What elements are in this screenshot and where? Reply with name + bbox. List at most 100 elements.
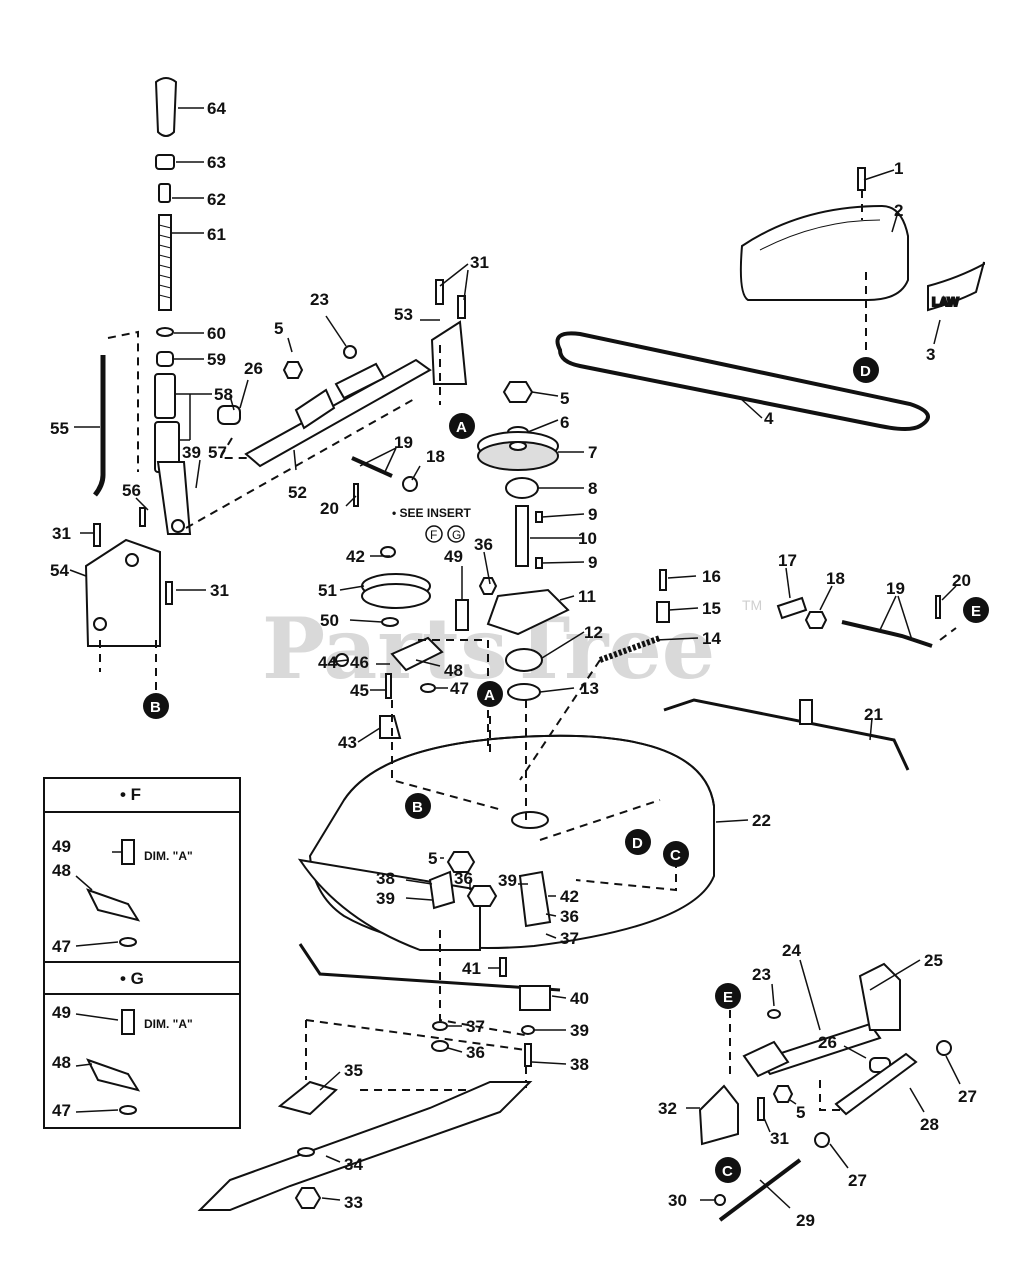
shaft-arm-left — [742, 1040, 790, 1078]
label-24: 24 — [782, 941, 801, 960]
label-56: 56 — [122, 481, 141, 500]
svg-text:C: C — [670, 847, 681, 864]
label-19-left: 19 — [394, 433, 413, 452]
nut-23 — [343, 345, 357, 359]
bolt-38-lower — [524, 1043, 532, 1067]
nut-5-left — [282, 361, 304, 379]
rear-lift-assembly — [698, 962, 952, 1222]
lift-handle-assembly — [84, 77, 468, 647]
deck-nut-36 — [466, 885, 498, 907]
blade-bracket-left — [428, 870, 456, 910]
svg-text:A: A — [484, 687, 495, 704]
label-58: 58 — [214, 385, 233, 404]
insert-bottom-washer — [119, 1105, 137, 1115]
label-42-right: 42 — [560, 887, 579, 906]
label-21: 21 — [864, 705, 883, 724]
insert-top-bolt — [121, 839, 135, 865]
dash-13 — [575, 860, 677, 892]
dash-10 — [418, 639, 489, 750]
spindle-nut — [502, 381, 534, 403]
bearing-12 — [505, 648, 543, 672]
cotter-pin — [353, 483, 359, 507]
deck-nut-5 — [446, 851, 476, 873]
insert-top-dim: DIM. "A" — [144, 849, 193, 863]
nut-42 — [380, 546, 396, 558]
label-6: 6 — [560, 413, 569, 432]
insert-ref-f — [425, 525, 443, 543]
label-5-deck: 5 — [428, 849, 437, 868]
callout-e-lower: E — [715, 983, 741, 1009]
washer-50 — [381, 617, 399, 627]
label-35: 35 — [344, 1061, 363, 1080]
bolt-31-top-b — [457, 295, 466, 319]
callout-d-upper: D — [853, 357, 879, 383]
label-3: 3 — [926, 345, 935, 364]
key-9a — [535, 511, 543, 523]
cover-badge — [927, 261, 985, 312]
insert-bottom-label-49: 49 — [52, 1003, 71, 1022]
dash-19 — [939, 627, 957, 641]
washer-37 — [432, 1021, 448, 1031]
label-13: 13 — [580, 679, 599, 698]
spindle-assembly — [477, 381, 570, 701]
spindle-housing — [486, 588, 570, 636]
blade-adapter — [277, 1080, 338, 1116]
label-27-top: 27 — [958, 1087, 977, 1106]
label-30: 30 — [668, 1191, 687, 1210]
nut-18 — [402, 476, 418, 492]
label-43: 43 — [338, 733, 357, 752]
handle-grip — [154, 77, 178, 137]
nut-5-right — [772, 1085, 794, 1103]
bolt-31-top-a — [435, 279, 444, 305]
tube-upper — [154, 373, 176, 419]
svg-text:D: D — [860, 363, 871, 380]
plate-hole — [93, 617, 107, 631]
bracket-32 — [698, 1084, 739, 1146]
label-51: 51 — [318, 581, 337, 600]
right-link-parts — [656, 569, 941, 771]
label-38-lower: 38 — [570, 1055, 589, 1074]
mower-blade — [197, 1081, 533, 1211]
label-57: 57 — [208, 443, 227, 462]
callout-a-upper: A — [449, 413, 475, 439]
label-27-bottom: 27 — [848, 1171, 867, 1190]
dash-21 — [819, 1080, 840, 1111]
label-41: 41 — [462, 959, 481, 978]
see-insert-note: • SEE INSERT — [392, 506, 472, 520]
label-1: 1 — [894, 159, 903, 178]
label-39: 39 — [182, 443, 201, 462]
label-18-right: 18 — [826, 569, 845, 588]
label-14: 14 — [702, 629, 721, 648]
plate-hole-top — [125, 553, 139, 567]
nut-36-lower — [431, 1040, 449, 1052]
lift-rod — [93, 355, 106, 497]
nut-18-right — [804, 611, 828, 629]
label-39-right: 39 — [498, 871, 517, 890]
label-46: 46 — [350, 653, 369, 672]
svg-text:B: B — [412, 799, 423, 816]
deck-rod — [298, 943, 561, 992]
label-26: 26 — [244, 359, 263, 378]
shoulder-bolt — [455, 599, 469, 631]
nut-27-top — [936, 1040, 952, 1056]
label-31-top: 31 — [470, 253, 489, 272]
idler-assembly — [335, 546, 662, 739]
label-31-plate: 31 — [210, 581, 229, 600]
callout-b-lower: B — [405, 793, 431, 819]
label-20-left: 20 — [320, 499, 339, 518]
svg-text:E: E — [971, 603, 981, 620]
nut-36-upper — [478, 577, 498, 595]
label-39-left: 39 — [376, 889, 395, 908]
idler-arm — [390, 636, 444, 672]
watermark-tm: TM — [742, 597, 762, 613]
label-47: 47 — [450, 679, 469, 698]
label-7: 7 — [588, 443, 597, 462]
label-59: 59 — [207, 350, 226, 369]
label-26-right: 26 — [818, 1033, 837, 1052]
insert-top-label-49: 49 — [52, 837, 71, 856]
label-36-lower: 36 — [466, 1043, 485, 1062]
pin-20-right — [935, 595, 941, 619]
label-8: 8 — [588, 479, 597, 498]
dash-11 — [519, 659, 601, 781]
